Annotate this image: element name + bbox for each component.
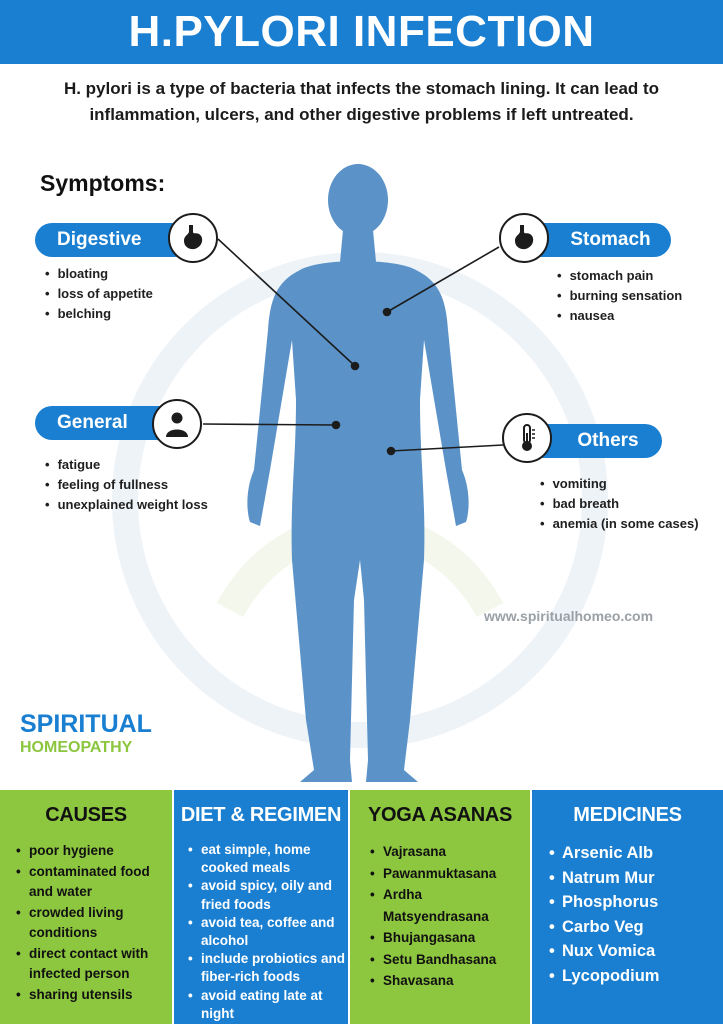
stomach-icon (184, 225, 203, 250)
digestive-icon-circle (168, 213, 218, 263)
title-banner: H.PYLORI INFECTION (0, 0, 723, 64)
list-item: Bhujangasana (370, 927, 530, 949)
list-item: belching (45, 304, 153, 324)
list-item: bad breath (540, 494, 699, 514)
brand-name-line2: HOMEOPATHY (20, 739, 133, 756)
stomach-label: Stomach (570, 229, 651, 250)
list-item: contaminated food and water (16, 862, 172, 903)
list-item: fatigue (45, 455, 208, 475)
others-symptom-list: vomiting bad breath anemia (in some case… (540, 474, 699, 534)
others-icon-circle (502, 413, 552, 463)
list-item: avoid eating late at night (188, 987, 348, 1023)
causes-column: CAUSES poor hygiene contaminated food an… (0, 790, 174, 1024)
page-title: H.PYLORI INFECTION (128, 7, 595, 56)
list-item: burning sensation (557, 286, 683, 306)
medicines-column: MEDICINES Arsenic Alb Natrum Mur Phospho… (532, 790, 723, 1024)
info-columns: CAUSES poor hygiene contaminated food an… (0, 790, 723, 1024)
list-item: Lycopodium (549, 964, 723, 989)
list-item: avoid tea, coffee and alcohol (188, 914, 348, 950)
stomach-icon (515, 225, 534, 250)
digestive-label: Digestive (57, 229, 142, 250)
body-silhouette (247, 164, 469, 782)
digestive-symptom-list: bloating loss of appetite belching (45, 264, 153, 324)
thermometer-icon (522, 424, 535, 451)
general-icon-circle (152, 399, 202, 449)
list-item: stomach pain (557, 266, 682, 286)
list-item: Phosphorus (549, 890, 723, 915)
website-url: www.spiritualhomeo.com (484, 608, 654, 624)
list-item: bloating (45, 264, 153, 284)
brand-name-line1: SPIRITUAL (20, 710, 152, 738)
list-item: Shavasana (370, 970, 530, 992)
list-item: eat simple, home cooked meals (188, 841, 348, 877)
list-item: unexplained weight loss (45, 495, 208, 515)
stomach-icon-circle (499, 213, 549, 263)
stomach-symptom-list: stomach pain burning sensation nausea (557, 266, 683, 326)
causes-heading: CAUSES (45, 804, 127, 826)
diet-column: DIET & REGIMEN eat simple, home cooked m… (174, 790, 350, 1024)
yoga-column: YOGA ASANAS Vajrasana Pawanmuktasana Ard… (350, 790, 532, 1024)
list-item: vomiting (540, 474, 699, 494)
list-item: Carbo Veg (549, 915, 723, 940)
general-symptom-list: fatigue feeling of fullness unexplained … (45, 455, 208, 515)
list-item: include probiotics and fiber-rich foods (188, 950, 348, 986)
list-item: crowded living conditions (16, 903, 172, 944)
diet-list: eat simple, home cooked meals avoid spic… (174, 841, 348, 1023)
connector-lines (202, 238, 504, 456)
yoga-heading: YOGA ASANAS (367, 804, 513, 826)
list-item: Pawanmuktasana (370, 863, 530, 885)
others-label: Others (577, 430, 639, 451)
list-item: direct contact with infected person (16, 944, 172, 985)
intro-text: H. pylori is a type of bacteria that inf… (63, 79, 660, 124)
causes-list: poor hygiene contaminated food and water… (0, 841, 172, 1005)
list-item: Nux Vomica (549, 939, 723, 964)
list-item: Setu Bandhasana (370, 949, 530, 971)
medicines-heading: MEDICINES (573, 804, 682, 826)
list-item: sharing utensils (16, 985, 172, 1006)
diet-heading: DIET & REGIMEN (180, 804, 342, 826)
yoga-list: Vajrasana Pawanmuktasana Ardha Matsyendr… (350, 841, 530, 992)
list-item: Vajrasana (370, 841, 530, 863)
general-label: General (57, 412, 128, 433)
symptoms-heading: Symptoms: (40, 170, 166, 196)
list-item: feeling of fullness (45, 475, 208, 495)
medicines-list: Arsenic Alb Natrum Mur Phosphorus Carbo … (532, 841, 723, 988)
list-item: anemia (in some cases) (540, 514, 699, 534)
list-item: Arsenic Alb (549, 841, 723, 866)
list-item: avoid spicy, oily and fried foods (188, 877, 348, 913)
list-item: Ardha Matsyendrasana (370, 884, 530, 927)
list-item: poor hygiene (16, 841, 172, 862)
list-item: nausea (557, 306, 682, 326)
person-icon (166, 412, 188, 437)
list-item: loss of appetite (45, 284, 153, 304)
list-item: Natrum Mur (549, 866, 723, 891)
